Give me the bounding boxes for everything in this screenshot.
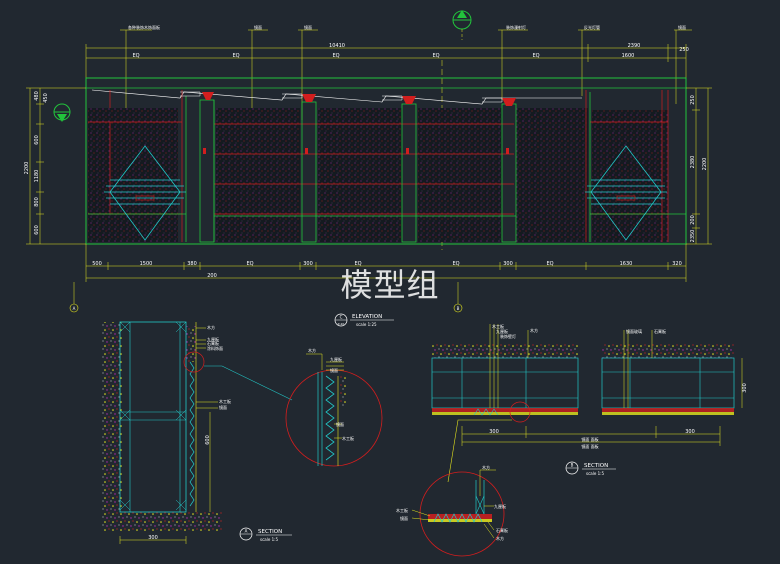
detail-a-drawing: 木方 九厘板 镜面 镜面 木工板 xyxy=(285,347,383,467)
section-b-note-5: 石膏板 xyxy=(654,328,666,334)
dim-bottom-11: 320 xyxy=(672,261,682,267)
detail-a-note-2: 九厘板 xyxy=(330,356,342,362)
section-b-note-4: 镜面玻璃 xyxy=(626,328,642,334)
section-a-title: SECTION xyxy=(258,529,282,535)
section-a-note-6: 镜面 xyxy=(219,404,227,410)
dim-right-4: 2350 xyxy=(690,230,696,243)
dim-bottom-9: EQ xyxy=(546,261,553,267)
elevation-tag-sub: P-20 xyxy=(338,322,345,326)
dim-eq-2: EQ xyxy=(232,53,239,59)
detail-a-note-5: 木工板 xyxy=(342,435,354,441)
section-a-drawing: 木方 九厘板 石膏板 涂料饰面 木工板 镜面 600 300 A SECTION… xyxy=(102,321,293,544)
detail-b-note-3: 木工板 xyxy=(396,507,408,513)
section-a-dim-bottom: 300 xyxy=(148,535,158,541)
axis-bubble-left xyxy=(69,303,79,313)
axis-label-left: A xyxy=(73,306,76,311)
dim-left-2: 600 xyxy=(34,135,40,145)
dim-bottom-10: 1630 xyxy=(620,261,633,267)
dim-bottom-3: 380 xyxy=(187,261,197,267)
dim-right-total: 2200 xyxy=(702,158,708,171)
elevation-scale: scale 1:25 xyxy=(356,322,377,327)
dim-bottom-6: EQ xyxy=(354,261,361,267)
section-a-note-5: 木工板 xyxy=(219,398,231,404)
detail-b-note-2: 九厘板 xyxy=(494,503,506,509)
callout-1: 各种装饰木饰面板 xyxy=(128,24,160,30)
elevation-frame xyxy=(85,77,687,245)
axis-bubble-right xyxy=(453,303,463,313)
detail-b-note-5: 石膏板 xyxy=(496,527,508,533)
callout-5: 反光灯管 xyxy=(584,24,600,30)
section-b-drawing: 木工板 九厘板 装饰壁灯 木方 镜面玻璃 石膏板 300 xyxy=(431,323,748,483)
detail-a-note-3: 镜面 xyxy=(330,367,338,373)
detail-b-drawing: 木方 九厘板 木工板 镜面 石膏板 木方 xyxy=(396,464,508,557)
dim-left-small: 450 xyxy=(43,93,49,103)
section-b-dim-right: 300 xyxy=(742,383,748,393)
section-b-bottom-label-1: 镜面 面板 xyxy=(581,436,598,442)
dim-bottom-4: EQ xyxy=(246,261,253,267)
dim-right-1: 250 xyxy=(690,95,696,105)
callout-3: 镜面 xyxy=(304,24,312,30)
section-a-note-3: 石膏板 xyxy=(207,340,219,346)
section-b-title: SECTION xyxy=(584,463,608,469)
section-a-scale: scale 1:5 xyxy=(260,537,278,542)
detail-b-note-4: 镜面 xyxy=(400,515,408,521)
dim-left-3: 1180 xyxy=(34,170,40,183)
axis-label-right: B xyxy=(457,306,460,311)
dim-bottom-7: EQ xyxy=(452,261,459,267)
dim-eq-1: EQ xyxy=(132,53,139,59)
dim-left-4: 800 xyxy=(34,197,40,207)
detail-a-note-4: 镜面 xyxy=(336,421,344,427)
dim-top-sub-right: 1600 xyxy=(622,53,635,59)
section-marker-left xyxy=(53,103,71,122)
dim-left-total: 2200 xyxy=(24,162,30,175)
watermark-text: 模型组 xyxy=(340,266,439,304)
section-b-bottom-label-2: 镜面 面板 xyxy=(581,443,598,449)
dim-left-5: 600 xyxy=(34,225,40,235)
elevation-drawing: 10410 2390 250 1600 EQ EQ EQ EQ EQ 各种装饰木… xyxy=(24,10,712,327)
section-b-dim-1: 300 xyxy=(489,429,499,435)
dim-right-2: 2380 xyxy=(690,156,696,169)
dim-top-small: 250 xyxy=(679,47,689,53)
dim-eq-5: EQ xyxy=(532,53,539,59)
elevation-tag: C xyxy=(340,315,343,320)
dim-bottom-5: 300 xyxy=(303,261,313,267)
elevation-title-block: C P-20 ELEVATION scale 1:25 xyxy=(334,313,394,327)
dim-bottom-2: 1500 xyxy=(140,261,153,267)
diamond-motif-right xyxy=(585,145,667,241)
dim-bottom-8: 300 xyxy=(503,261,513,267)
section-a-dim-side: 600 xyxy=(205,435,211,445)
section-b-note-3: 装饰壁灯 xyxy=(500,333,516,339)
dim-bottom-1: 500 xyxy=(92,261,102,267)
diamond-motif-left xyxy=(104,145,186,241)
section-b-note-mid: 木方 xyxy=(530,327,538,333)
dim-eq-4: EQ xyxy=(432,53,439,59)
callout-6: 镜面 xyxy=(678,24,686,30)
section-a-tag: A xyxy=(245,529,248,534)
elevation-title: ELEVATION xyxy=(352,314,382,320)
dim-top-right: 2390 xyxy=(628,43,641,49)
section-b-scale: scale 1:5 xyxy=(586,471,604,476)
dim-top-total: 10410 xyxy=(329,43,345,49)
detail-b-note-1: 木方 xyxy=(482,464,490,470)
detail-b-note-6: 木方 xyxy=(496,535,504,541)
section-a-note-4: 涂料饰面 xyxy=(207,345,223,351)
callout-2: 镜面 xyxy=(254,24,262,30)
dim-eq-3: EQ xyxy=(332,53,339,59)
detail-a-note-1: 木方 xyxy=(308,347,316,353)
section-b-tag: B xyxy=(571,463,574,468)
section-b-note-1: 木工板 xyxy=(492,323,504,329)
dim-bottom-small: 200 xyxy=(207,273,217,279)
section-b-dim-2: 300 xyxy=(685,429,695,435)
dim-left-1: 480 xyxy=(34,91,40,101)
section-a-note-1: 木方 xyxy=(207,324,215,330)
callout-4: 装饰漫射灯 xyxy=(506,24,526,30)
dim-right-3: 200 xyxy=(690,215,696,225)
section-b-note-2: 九厘板 xyxy=(496,328,508,334)
section-a-note-2: 九厘板 xyxy=(207,336,219,342)
